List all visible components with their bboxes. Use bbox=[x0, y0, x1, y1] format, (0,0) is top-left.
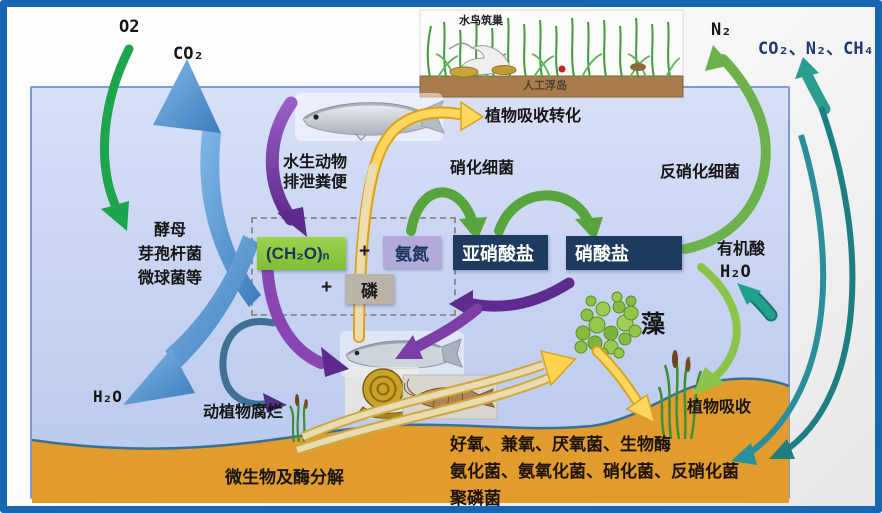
left-microbes-label: 酵母 芽孢杆菌 微球菌等 bbox=[125, 219, 215, 291]
nitrifying-bacteria-label: 硝化细菌 bbox=[450, 160, 515, 177]
co2-release-arrow bbox=[153, 59, 261, 307]
sediment-decomposition-label: 微生物及酶分解 bbox=[225, 468, 344, 487]
denitrification-arrow bbox=[680, 45, 771, 254]
organic-to-animals-arrow bbox=[261, 255, 349, 377]
diagram-art bbox=[31, 9, 856, 503]
organic-matter-box: (CH₂O)ₙ bbox=[257, 237, 346, 270]
water-left-label: H₂O bbox=[93, 387, 122, 406]
water-release-arrow bbox=[123, 235, 259, 405]
algae-icon bbox=[574, 291, 642, 359]
excretion-label: 水生动物 排泄粪便 bbox=[283, 153, 347, 193]
red-flower-icon bbox=[558, 65, 566, 73]
nutrient-to-plants-arrow bbox=[353, 100, 485, 343]
decay-cycle-arrow bbox=[219, 318, 287, 413]
organic-matter-label: (CH₂O)ₙ bbox=[266, 243, 330, 263]
sediment-bacteria-line1: 好氧、兼氧、厌氧菌、生物酶 bbox=[450, 435, 671, 454]
plant-uptake-transform-label: 植物吸收转化 bbox=[485, 108, 582, 125]
nutrient-to-algae-arrow bbox=[295, 349, 577, 455]
organic-acid-label: 有机酸 bbox=[717, 241, 766, 258]
plant-uptake-arrow bbox=[693, 263, 741, 395]
nitrite-label: 亚硝酸盐 bbox=[462, 243, 534, 264]
water-right-label: H₂O bbox=[720, 262, 751, 282]
o2-input-arrow bbox=[100, 44, 134, 231]
ammonia-nitrogen-label: 氨氮 bbox=[395, 244, 429, 264]
sediment-bacteria-label: 好氧、兼氧、厌氧菌、生物酶 氨化菌、氨氧化菌、硝化菌、反硝化菌 聚磷菌 bbox=[450, 431, 739, 508]
excretion-line2: 排泄粪便 bbox=[283, 174, 348, 191]
o2-label: O2 bbox=[119, 17, 140, 37]
reed-icon bbox=[657, 350, 703, 440]
nitrate-label: 硝酸盐 bbox=[575, 244, 629, 264]
nitrate-box: 硝酸盐 bbox=[566, 236, 682, 270]
island-caption-bottom: 人工浮岛 bbox=[523, 80, 567, 92]
phosphorus-box: 磷 bbox=[345, 274, 394, 304]
denitrifying-bacteria-label: 反硝化细菌 bbox=[660, 164, 741, 181]
plus-sign: + bbox=[359, 241, 371, 262]
algae-settle-arrow bbox=[591, 345, 657, 425]
left-microbes-line1: 酵母 bbox=[153, 222, 186, 239]
organic-acid-arrow bbox=[737, 283, 778, 322]
algae-eaten-arrow bbox=[395, 303, 483, 359]
plant-uptake-label: 植物吸收 bbox=[687, 399, 752, 416]
n2-label: N₂ bbox=[711, 20, 732, 40]
sediment-bacteria-line3: 聚磷菌 bbox=[450, 489, 501, 508]
decay-label: 动植物腐烂 bbox=[203, 404, 284, 421]
sediment-gas-arrow bbox=[731, 105, 856, 465]
mixed-gases-label: CO₂、N₂、CH₄ bbox=[758, 39, 874, 59]
sediment bbox=[31, 377, 790, 503]
nest-icon bbox=[449, 66, 479, 78]
small-bird-icon bbox=[630, 63, 646, 71]
algae-label: 藻 bbox=[641, 311, 665, 338]
nitrite-box: 亚硝酸盐 bbox=[453, 235, 548, 270]
left-microbes-line2: 芽孢杆菌 bbox=[137, 246, 202, 263]
co2-label: CO₂ bbox=[173, 44, 204, 64]
floating-island-illustration bbox=[419, 9, 684, 98]
island-base bbox=[419, 75, 684, 98]
left-microbes-line3: 微球菌等 bbox=[137, 270, 202, 287]
excretion-line1: 水生动物 bbox=[283, 154, 348, 171]
ammonia-nitrogen-box: 氨氮 bbox=[383, 236, 441, 268]
phosphorus-label: 磷 bbox=[361, 281, 378, 301]
sediment-bacteria-line2: 氨化菌、氨氧化菌、硝化菌、反硝化菌 bbox=[450, 462, 739, 481]
gas-escape-arrow bbox=[795, 57, 831, 115]
excretion-arrow bbox=[265, 96, 307, 237]
nest-icon bbox=[491, 65, 517, 75]
nitrification-arrow bbox=[406, 187, 603, 241]
island-caption-top: 水鸟筑巢 bbox=[459, 15, 503, 27]
plus-sign: + bbox=[321, 277, 333, 298]
